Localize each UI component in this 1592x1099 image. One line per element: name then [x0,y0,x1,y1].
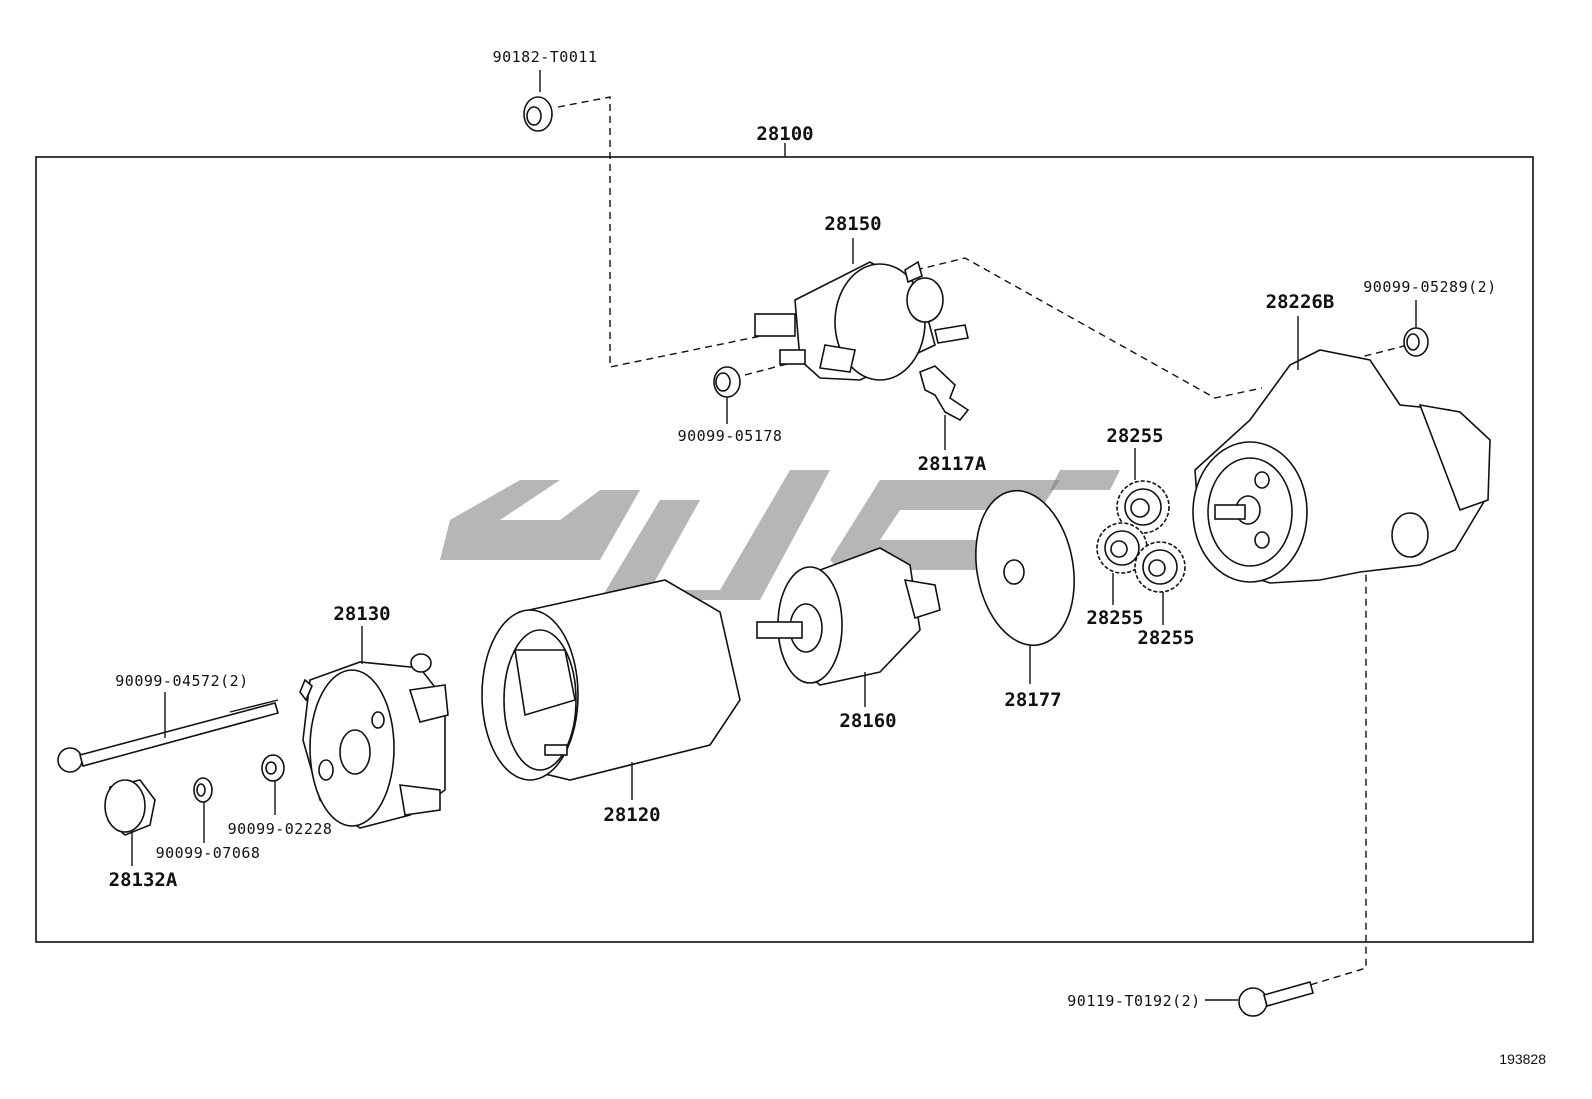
label-28255-left: 28255 [1086,607,1143,629]
label-28177: 28177 [1004,689,1061,711]
brush-holder-28130 [299,626,449,829]
label-90119-T0192: 90119-T0192(2) [1067,992,1200,1010]
spring-washer-90099-07068 [193,777,213,843]
label-28255-top: 28255 [1106,425,1163,447]
label-28130: 28130 [333,603,390,625]
label-28120: 28120 [603,804,660,826]
lever-28117A [919,365,970,450]
cap-28132A [104,779,156,866]
yoke-28120 [481,579,741,800]
label-90099-04572: 90099-04572(2) [115,672,248,690]
label-90182-T0011: 90182-T0011 [493,48,598,66]
bolt-90119-T0192 [1205,981,1314,1017]
label-90099-02228: 90099-02228 [228,820,333,838]
gear-28255-right [1134,541,1186,625]
label-28132A: 28132A [109,869,178,891]
dashed-guides [557,96,1409,986]
label-28160: 28160 [839,710,896,732]
washer-90099-02228 [261,754,285,815]
plate-28177 [975,489,1075,684]
housing-28226B [1192,316,1491,584]
label-90099-07068: 90099-07068 [156,844,261,862]
through-bolt-90099-04572 [57,692,280,773]
label-28255-right: 28255 [1137,627,1194,649]
solenoid-28150 [754,238,969,381]
label-90099-05178: 90099-05178 [678,427,783,445]
reference-number: 193828 [1499,1051,1546,1067]
nut-90182 [523,70,553,132]
label-28150: 28150 [824,213,881,235]
label-28226B: 28226B [1266,291,1335,313]
assembly-label: 28100 [756,123,813,145]
nut-90099-05178 [713,366,741,424]
label-28117A: 28117A [918,453,987,475]
gear-28255-left [1096,522,1148,605]
armature-28160 [756,547,941,707]
nut-90099-05289 [1403,300,1429,357]
label-90099-05289: 90099-05289(2) [1363,278,1496,296]
gear-28255-top [1116,448,1170,534]
